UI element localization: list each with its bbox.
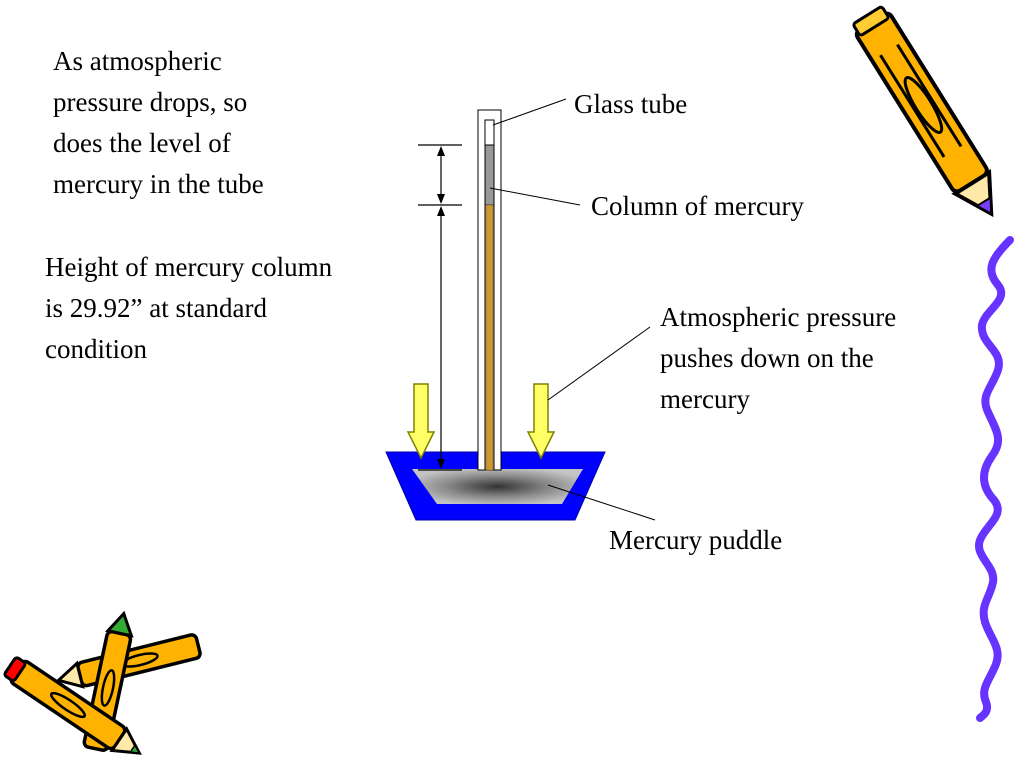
glass-tube xyxy=(477,109,502,471)
crossed-pencils-icon xyxy=(3,610,202,755)
mercury-height-note: Height of mercury column is 29.92” at st… xyxy=(45,247,332,370)
mercury-dish xyxy=(385,451,606,521)
label-column-of-mercury: Column of mercury xyxy=(591,191,804,221)
leader-atmospheric xyxy=(547,326,651,401)
mercury-height-line-2: is 29.92” at standard xyxy=(45,293,267,323)
pressure-drop-line-3: does the level of xyxy=(53,128,231,158)
mercury-column xyxy=(485,204,494,471)
leader-puddle xyxy=(547,484,656,521)
drop-arrow-up xyxy=(437,146,445,156)
squiggle-decoration xyxy=(975,236,1014,722)
leader-glass-tube xyxy=(492,98,567,126)
pressure-drop-note: As atmospheric pressure drops, so does t… xyxy=(53,41,264,205)
mercury-puddle xyxy=(412,469,583,504)
pencil-icon xyxy=(852,5,994,218)
pressure-arrow-right xyxy=(526,383,556,460)
pressure-drop-line-4: mercury in the tube xyxy=(53,169,264,199)
height-dimension xyxy=(418,144,462,471)
label-mercury-puddle: Mercury puddle xyxy=(609,525,783,555)
label-atmospheric-line-1: Atmospheric pressure xyxy=(660,302,897,332)
mercury-height-line-3: condition xyxy=(45,334,147,364)
leader-column xyxy=(489,187,581,206)
pressure-arrows xyxy=(406,383,556,460)
label-atmospheric-line-3: mercury xyxy=(660,384,750,414)
height-arrow-down xyxy=(437,459,445,469)
leader-lines xyxy=(489,98,656,521)
pressure-drop-line-1: As atmospheric xyxy=(53,46,222,76)
mercury-height-line-1: Height of mercury column xyxy=(45,252,333,282)
mercury-gray-section xyxy=(484,144,495,206)
pencil-red-icon xyxy=(3,656,142,755)
label-glass-tube: Glass tube xyxy=(574,89,688,119)
drop-arrow-down xyxy=(437,194,445,204)
pressure-drop-line-2: pressure drops, so xyxy=(53,87,248,117)
label-atmospheric-line-2: pushes down on the xyxy=(660,343,874,373)
pressure-arrow-left xyxy=(406,383,436,460)
label-atmospheric-pressure: Atmospheric pressure pushes down on the … xyxy=(660,297,896,420)
height-arrow-up xyxy=(437,206,445,216)
